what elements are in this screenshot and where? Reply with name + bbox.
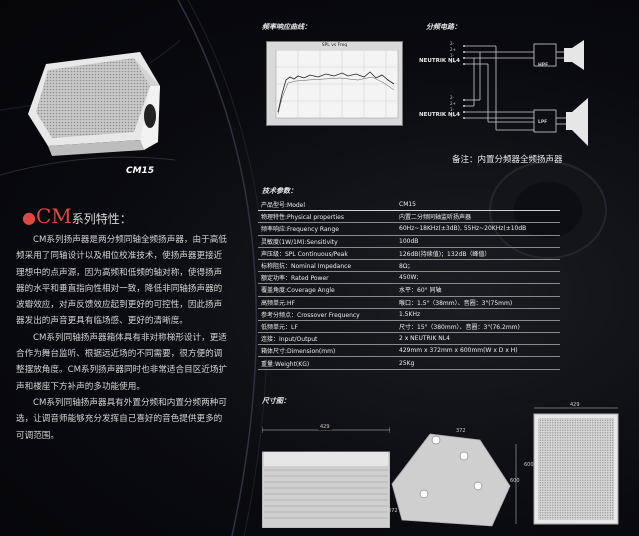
spec-key: 重量:Weight(KG) bbox=[261, 360, 310, 368]
spec-row: 覆盖角度:Coverage Angle 水平：60° 同轴 bbox=[258, 284, 560, 297]
spec-value: 尺寸：15"（380mm）、音圈：3"(76.2mm) bbox=[399, 323, 520, 331]
spec-row: 频率响应:Frequency Range 60Hz~18KHz(±3dB), 55… bbox=[258, 223, 560, 236]
lpf-label: LPF bbox=[538, 120, 548, 125]
spec-value: 8Ω； bbox=[399, 263, 414, 271]
spec-value: 60Hz~18KHz(±3dB), 55Hz~20KHz(±10dB bbox=[399, 225, 527, 233]
spec-key: 箱体尺寸:Dimension(mm) bbox=[261, 348, 336, 356]
crossover-pin-label: 2+ bbox=[450, 47, 456, 52]
front-view-drawing: 429 bbox=[261, 424, 391, 529]
spec-key: 覆盖角度:Coverage Angle bbox=[261, 287, 335, 295]
spec-key: 高频单元:HF bbox=[261, 299, 295, 307]
spec-value: 100dB bbox=[399, 237, 419, 245]
features-title-sub: 系列特性： bbox=[71, 212, 132, 226]
spec-key: 额定功率：Rated Power bbox=[261, 275, 329, 283]
product-model-label: CM15 bbox=[126, 166, 155, 176]
crossover-pin-label: 2- bbox=[450, 41, 454, 46]
spec-row: 产品型号:Model CM15 bbox=[258, 199, 560, 212]
spec-key: 灵敏度(1W/1M):Sensitivity bbox=[261, 238, 338, 246]
freq-chart-title: SPL vs Freq bbox=[321, 43, 348, 48]
spec-value: 126dB(持续值)；132dB（峰值） bbox=[399, 250, 491, 258]
connector-bottom-label: NEUTRIK NL4 bbox=[419, 112, 460, 118]
spec-row: 高频单元:HF 喉口：1.5"（38mm）、音圈：3"(75mm) bbox=[258, 297, 560, 309]
spec-row: 低频单元：LF 尺寸：15"（380mm）、音圈：3"(76.2mm) bbox=[258, 321, 560, 334]
spec-key: 连接：Input/Output bbox=[261, 336, 318, 344]
spec-row: 声压级：SPL Continuous/Peak 126dB(持续值)；132dB（… bbox=[258, 248, 560, 260]
spec-row: 物理特性:Physical properties 内置二分频同轴监听扬声器 bbox=[258, 211, 560, 224]
spec-row: 标称阻抗：Nominal Impedance 8Ω； bbox=[258, 260, 560, 273]
spec-row: 连接：Input/Output 2 x NEUTRIK NL4 bbox=[258, 333, 560, 346]
bullet-icon: ● bbox=[22, 208, 36, 227]
side-view-svg bbox=[391, 433, 517, 527]
features-body: CM系列扬声器是两分频同轴全频扬声器，由于高低频采用了同轴设计以及相位校准技术，… bbox=[16, 232, 228, 444]
freq-response-plot bbox=[275, 50, 399, 119]
spec-row: 参考分频点：Crossover Frequency 1.5KHz bbox=[258, 309, 560, 321]
crossover-pin-label: 1- bbox=[450, 107, 454, 112]
spec-value: 喉口：1.5"（38mm）、音圈：3"(75mm) bbox=[399, 299, 513, 307]
connector-top-label: NEUTRIK NL4 bbox=[419, 58, 460, 64]
speaker-product-image bbox=[28, 52, 160, 156]
side-view-drawing: 372 372 600 bbox=[388, 426, 522, 528]
hpf-label: HPF bbox=[538, 63, 549, 68]
spec-value: 2 x NEUTRIK NL4 bbox=[399, 335, 450, 343]
spec-value: 429mm x 372mm x 600mm(W x D x H) bbox=[399, 347, 518, 355]
spec-row: 灵敏度(1W/1M):Sensitivity 100dB bbox=[258, 236, 560, 248]
crossover-pin-label: 1+ bbox=[450, 113, 456, 118]
spec-row: 重量:Weight(KG) 25Kg bbox=[258, 357, 560, 370]
crossover-pin-label: 2+ bbox=[450, 101, 456, 106]
specs-heading: 技术参数： bbox=[262, 187, 297, 195]
spec-key: 产品型号:Model bbox=[261, 202, 306, 210]
spec-key: 参考分频点：Crossover Frequency bbox=[261, 311, 360, 319]
back-height-label: 600 bbox=[524, 462, 534, 468]
crossover-circuit-diagram bbox=[463, 40, 588, 146]
side-height-label: 600 bbox=[510, 478, 520, 484]
spec-row: 额定功率：Rated Power 450W; bbox=[258, 272, 560, 285]
side-top-label: 372 bbox=[456, 428, 466, 434]
crossover-pin-label: 1- bbox=[450, 53, 454, 58]
spec-value: 水平：60° 同轴 bbox=[399, 287, 442, 295]
features-paragraph: CM系列扬声器是两分频同轴全频扬声器，由于高低频采用了同轴设计以及相位校准技术，… bbox=[16, 235, 227, 327]
spec-key: 标称阻抗：Nominal Impedance bbox=[261, 263, 352, 271]
side-bottom-label: 372 bbox=[388, 508, 398, 514]
back-width-label: 429 bbox=[570, 402, 580, 408]
spec-key: 声压级：SPL Continuous/Peak bbox=[261, 250, 348, 258]
spec-row: 箱体尺寸:Dimension(mm) 429mm x 372mm x 600mm(… bbox=[258, 345, 560, 358]
crossover-note: 备注：内置分频器全频扬声器 bbox=[452, 155, 563, 165]
spec-key: 物理特性:Physical properties bbox=[261, 214, 344, 222]
crossover-pin-label: 2- bbox=[450, 95, 454, 100]
features-title: ●CM系列特性： bbox=[22, 204, 132, 228]
spec-key: 频率响应:Frequency Range bbox=[261, 226, 339, 234]
features-paragraph: CM系列同轴扬声器具有外置分频和内置分频两种可选，让调音师能够充分发挥自己喜好的… bbox=[16, 397, 227, 441]
freq-response-chart: SPL vs Freq bbox=[266, 41, 403, 126]
crossover-heading: 分频电路： bbox=[426, 23, 461, 31]
spec-value: 内置二分频同轴监听扬声器 bbox=[399, 214, 472, 222]
back-view-drawing: 429 600 bbox=[524, 402, 620, 528]
spec-key: 低频单元：LF bbox=[261, 323, 298, 331]
front-view-svg bbox=[261, 427, 391, 529]
features-paragraph: CM系列同轴扬声器箱体具有非对称梯形设计，更适合作为舞台监听、根据远近场的不同需… bbox=[16, 332, 228, 392]
freq-response-heading: 频率响应曲线： bbox=[262, 23, 311, 31]
front-width-label: 429 bbox=[318, 424, 332, 430]
crossover-pin-label: 1+ bbox=[450, 59, 456, 64]
spec-value: CM15 bbox=[399, 201, 417, 209]
spec-value: 1.5KHz bbox=[399, 310, 421, 318]
spec-value: 450W; bbox=[399, 274, 419, 282]
specs-table: 产品型号:Model CM15 物理特性:Physical properties 内置… bbox=[258, 199, 560, 370]
spec-value: 25Kg bbox=[399, 359, 415, 367]
dimensions-heading: 尺寸图： bbox=[262, 397, 290, 405]
back-view-svg bbox=[533, 407, 619, 525]
features-title-main: CM bbox=[35, 204, 72, 228]
